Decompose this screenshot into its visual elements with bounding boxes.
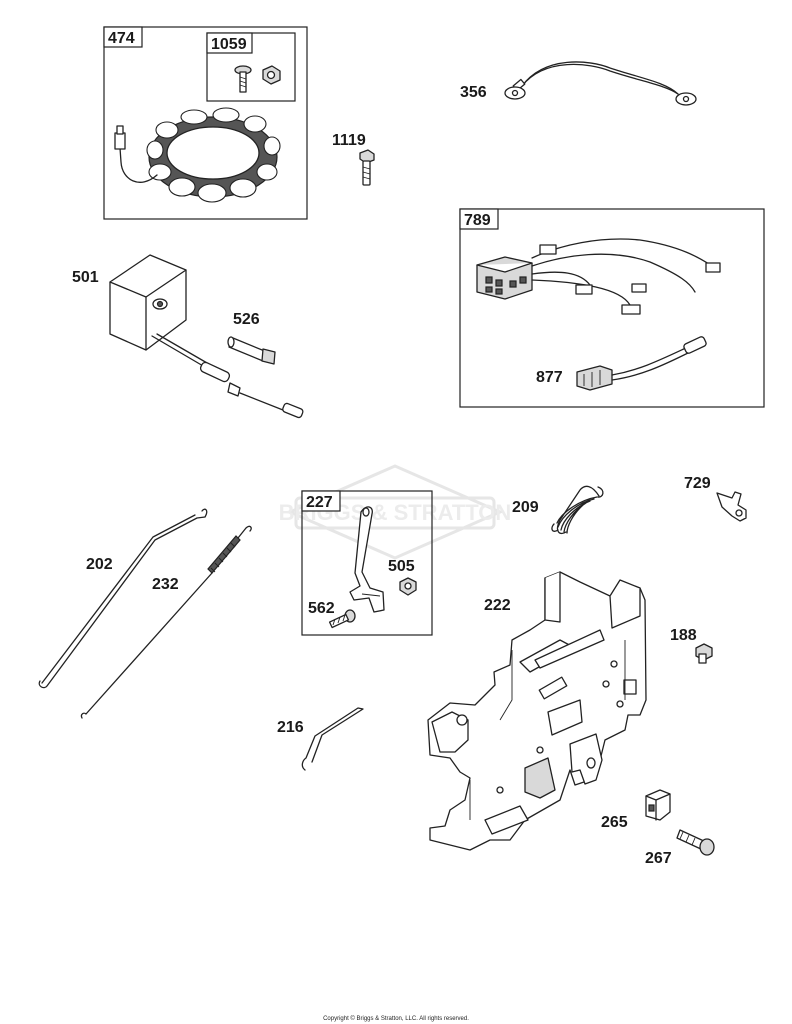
part-202-rod: 202 bbox=[38, 508, 208, 689]
part-505-label: 505 bbox=[388, 558, 415, 575]
part-526-label: 526 bbox=[233, 311, 260, 328]
part-356-label: 356 bbox=[460, 84, 487, 101]
part-267-label: 267 bbox=[645, 850, 672, 867]
part-562-screw bbox=[328, 609, 356, 629]
part-877-label: 877 bbox=[536, 369, 563, 386]
briggs-stratton-watermark: BRIGGS & STRATTON bbox=[279, 464, 511, 560]
part-526-spacer: 526 bbox=[227, 311, 276, 365]
part-222-label: 222 bbox=[484, 597, 511, 614]
part-789-tag bbox=[459, 208, 499, 230]
part-232-spring-rod: 232 bbox=[80, 525, 252, 719]
part-267-bolt: 267 bbox=[645, 829, 715, 867]
part-789-label: 789 bbox=[464, 212, 491, 229]
part-222-bracket: 222 bbox=[427, 571, 647, 851]
part-227-group: 227 505 562 bbox=[301, 490, 433, 636]
part-188-screw: 188 bbox=[670, 627, 713, 664]
part-562-label: 562 bbox=[308, 600, 335, 617]
part-789-box bbox=[459, 208, 765, 408]
part-188-label: 188 bbox=[670, 627, 697, 644]
part-789-group: 789 877 bbox=[459, 208, 765, 408]
part-227-label: 227 bbox=[306, 494, 333, 511]
part-1059-label: 1059 bbox=[211, 36, 247, 53]
part-209-spring: 209 bbox=[512, 485, 604, 535]
part-1059-screw bbox=[234, 65, 252, 93]
part-1119-label: 1119 bbox=[332, 132, 366, 149]
part-474-stator bbox=[114, 107, 281, 203]
part-501-label: 501 bbox=[72, 269, 99, 286]
copyright-text: Copyright © Briggs & Stratton, LLC. All … bbox=[323, 1015, 469, 1022]
part-216-link: 216 bbox=[277, 707, 364, 771]
part-265-label: 265 bbox=[601, 814, 628, 831]
part-356-wire: 356 bbox=[460, 61, 697, 106]
part-501-armature: 501 bbox=[72, 254, 304, 419]
part-474-tag bbox=[103, 26, 143, 48]
part-227-tag bbox=[301, 490, 341, 512]
part-209-label: 209 bbox=[512, 499, 539, 516]
part-729-label: 729 bbox=[684, 475, 711, 492]
part-1059-tag bbox=[206, 32, 253, 54]
part-474-group: 474 1059 bbox=[103, 26, 308, 220]
part-1119-bolt: 1119 bbox=[332, 132, 375, 186]
part-202-label: 202 bbox=[86, 556, 113, 573]
part-1059-nut bbox=[262, 65, 281, 85]
part-789-connector bbox=[476, 256, 533, 300]
part-877-connector bbox=[576, 336, 707, 391]
part-474-label: 474 bbox=[108, 30, 135, 47]
part-474-box bbox=[103, 26, 308, 220]
part-227-lever bbox=[349, 506, 385, 613]
part-232-label: 232 bbox=[152, 576, 179, 593]
part-227-box bbox=[301, 490, 433, 636]
part-265-clamp: 265 bbox=[601, 789, 671, 831]
part-216-label: 216 bbox=[277, 719, 304, 736]
part-729-clip: 729 bbox=[684, 475, 747, 522]
part-505-nut bbox=[399, 577, 417, 596]
